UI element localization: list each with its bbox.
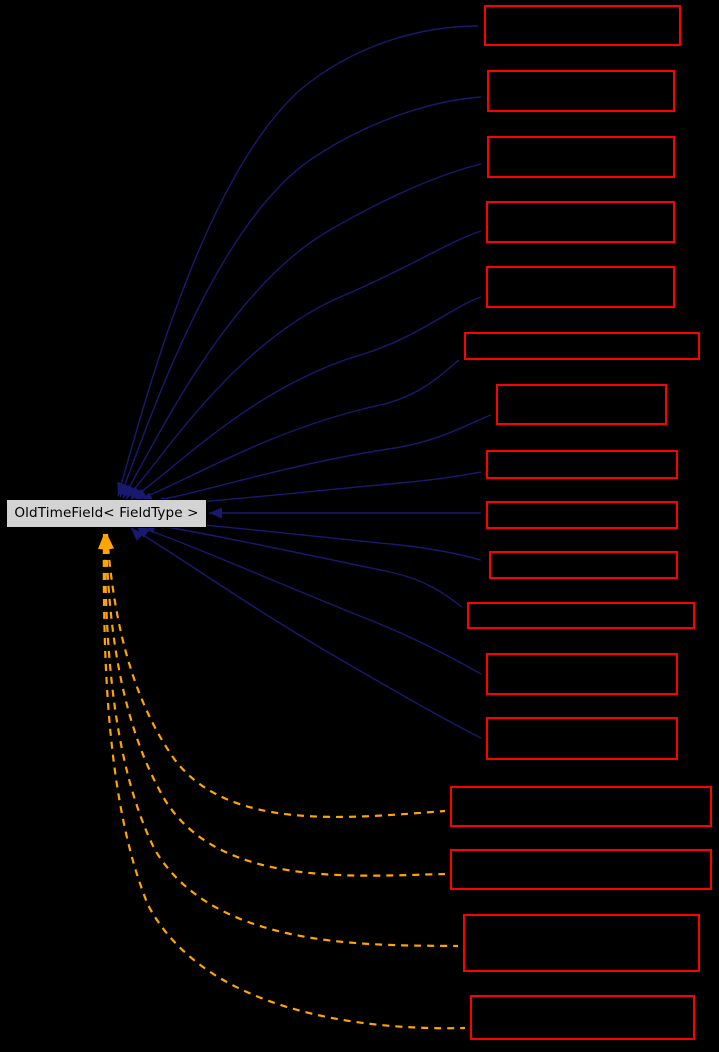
inheritance-edge-5 <box>129 296 482 501</box>
usage-edge-group <box>102 533 466 1030</box>
inheritance-edge-2 <box>119 96 482 498</box>
inheritance-node-13[interactable] <box>486 717 678 760</box>
usage-arrowhead-1 <box>102 534 115 550</box>
usage-arrowhead-3 <box>99 534 112 550</box>
inheritance-node-2[interactable] <box>487 70 675 112</box>
usage-edge-1 <box>105 533 446 818</box>
usage-node-2[interactable] <box>450 849 712 890</box>
usage-edge-3 <box>103 533 459 948</box>
inheritance-node-12[interactable] <box>486 653 678 695</box>
usage-arrowhead-2 <box>100 534 113 550</box>
inheritance-edge-4 <box>125 230 482 500</box>
inheritance-node-7[interactable] <box>496 384 667 425</box>
inheritance-node-11[interactable] <box>467 602 695 629</box>
inheritance-node-5[interactable] <box>486 266 675 308</box>
inheritance-edge-1 <box>117 25 479 497</box>
inheritance-node-3[interactable] <box>487 136 675 178</box>
inheritance-node-9[interactable] <box>486 501 678 529</box>
inheritance-arrowhead-9 <box>209 507 222 519</box>
usage-edge-2 <box>104 533 446 877</box>
inheritance-node-10[interactable] <box>489 551 678 579</box>
usage-edge-4 <box>102 533 466 1030</box>
usage-node-1[interactable] <box>450 786 712 827</box>
inheritance-edge-group <box>117 25 492 739</box>
inheritance-edge-6 <box>133 359 460 502</box>
usage-node-3[interactable] <box>463 914 700 972</box>
usage-node-4[interactable] <box>470 995 695 1040</box>
center-node-label: OldTimeField< FieldType > <box>14 504 199 521</box>
inheritance-node-1[interactable] <box>484 5 681 46</box>
inheritance-edge-7 <box>139 414 492 504</box>
inheritance-arrowhead-2 <box>120 482 131 497</box>
usage-arrowhead-4 <box>98 534 110 549</box>
inheritance-edge-12 <box>135 525 482 675</box>
inheritance-arrowhead-1 <box>117 481 128 496</box>
center-node-oldtimefield[interactable]: OldTimeField< FieldType > <box>6 499 207 528</box>
inheritance-edge-13 <box>130 527 482 739</box>
inheritance-node-6[interactable] <box>464 332 700 360</box>
inheritance-node-4[interactable] <box>486 201 675 243</box>
inheritance-node-8[interactable] <box>486 450 678 479</box>
inheritance-edge-3 <box>122 163 482 499</box>
inheritance-edge-11 <box>142 522 463 608</box>
